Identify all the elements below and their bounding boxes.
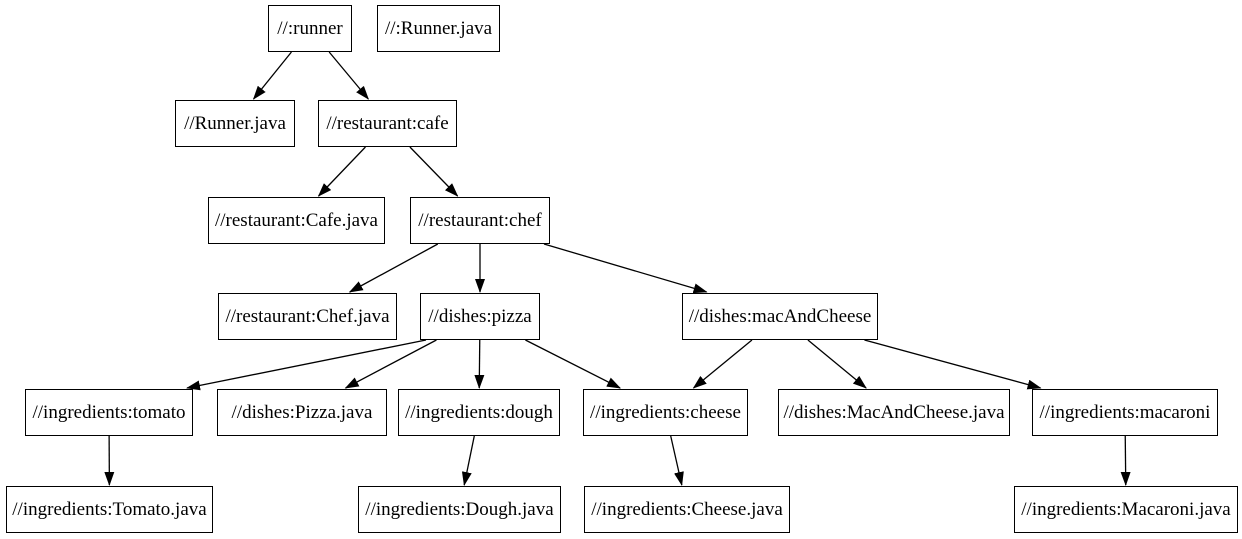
graph-node-label: //restaurant:chef <box>418 209 542 231</box>
graph-node-macaroni-java: //ingredients:Macaroni.java <box>1014 486 1238 533</box>
graph-node-dough-java: //ingredients:Dough.java <box>358 486 561 533</box>
graph-node-cheese: //ingredients:cheese <box>583 389 748 436</box>
graph-node-mac-java: //dishes:MacAndCheese.java <box>778 389 1010 436</box>
graph-node-cafe-java: //restaurant:Cafe.java <box>208 197 385 244</box>
edge-pizza-to-dough <box>474 339 485 389</box>
graph-node-chef: //restaurant:chef <box>410 197 550 244</box>
graph-node-label: //restaurant:Cafe.java <box>214 209 378 231</box>
graph-node-label: //dishes:MacAndCheese.java <box>783 401 1005 423</box>
graph-node-runner-src: //:Runner.java <box>377 5 500 52</box>
edges-group <box>104 51 1131 486</box>
graph-node-label: //dishes:macAndCheese <box>688 305 872 327</box>
graph-node-label: //dishes:Pizza.java <box>231 401 373 423</box>
graph-node-label: //ingredients:Tomato.java <box>12 498 207 520</box>
graph-node-cheese-java: //ingredients:Cheese.java <box>584 486 790 533</box>
edge-dough-to-dough-java <box>461 435 475 486</box>
graph-node-label: //:Runner.java <box>384 17 493 39</box>
edge-macaroni-to-macaroni-java <box>1120 435 1131 486</box>
graph-node-pizza: //dishes:pizza <box>420 293 540 340</box>
graph-node-label: //restaurant:cafe <box>326 112 449 134</box>
graph-node-mac: //dishes:macAndCheese <box>682 293 878 340</box>
graph-node-label: //ingredients:Macaroni.java <box>1021 498 1231 520</box>
graph-node-label: //ingredients:dough <box>405 401 553 423</box>
graph-node-label: //ingredients:Dough.java <box>365 498 554 520</box>
edge-pizza-to-tomato <box>186 339 427 391</box>
graph-node-label: //dishes:pizza <box>428 305 532 327</box>
graph-node-label: //ingredients:Cheese.java <box>591 498 783 520</box>
edge-chef-to-mac <box>543 243 708 294</box>
edge-cafe-to-chef <box>409 146 459 197</box>
graph-node-label: //Runner.java <box>184 112 286 134</box>
graph-node-label: //restaurant:Chef.java <box>225 305 390 327</box>
graph-node-tomato-java: //ingredients:Tomato.java <box>6 486 213 533</box>
graph-node-cafe: //restaurant:cafe <box>318 100 457 147</box>
edge-cheese-to-cheese-java <box>670 435 684 486</box>
graph-node-label: //ingredients:macaroni <box>1039 401 1211 423</box>
edge-pizza-to-pizza-java <box>344 339 437 389</box>
graph-node-runner-java: //Runner.java <box>175 100 295 147</box>
graph-node-label: //ingredients:tomato <box>32 401 186 423</box>
edge-mac-to-cheese <box>692 339 753 389</box>
graph-node-tomato: //ingredients:tomato <box>25 389 193 436</box>
graph-node-macaroni: //ingredients:macaroni <box>1032 389 1218 436</box>
edge-mac-to-macaroni <box>864 339 1042 390</box>
edge-runner-to-runner-java <box>252 51 292 100</box>
edge-cafe-to-cafe-java <box>317 146 366 197</box>
edge-chef-to-chef-java <box>348 243 439 293</box>
graph-node-dough: //ingredients:dough <box>398 389 560 436</box>
edge-pizza-to-cheese <box>525 339 621 389</box>
graph-node-chef-java: //restaurant:Chef.java <box>218 293 397 340</box>
graph-node-runner: //:runner <box>268 5 352 52</box>
edge-runner-to-cafe <box>328 51 369 100</box>
graph-node-label: //:runner <box>277 17 343 39</box>
edge-mac-to-mac-java <box>807 339 867 389</box>
graph-node-pizza-java: //dishes:Pizza.java <box>217 389 387 436</box>
graph-node-label: //ingredients:cheese <box>590 401 741 423</box>
